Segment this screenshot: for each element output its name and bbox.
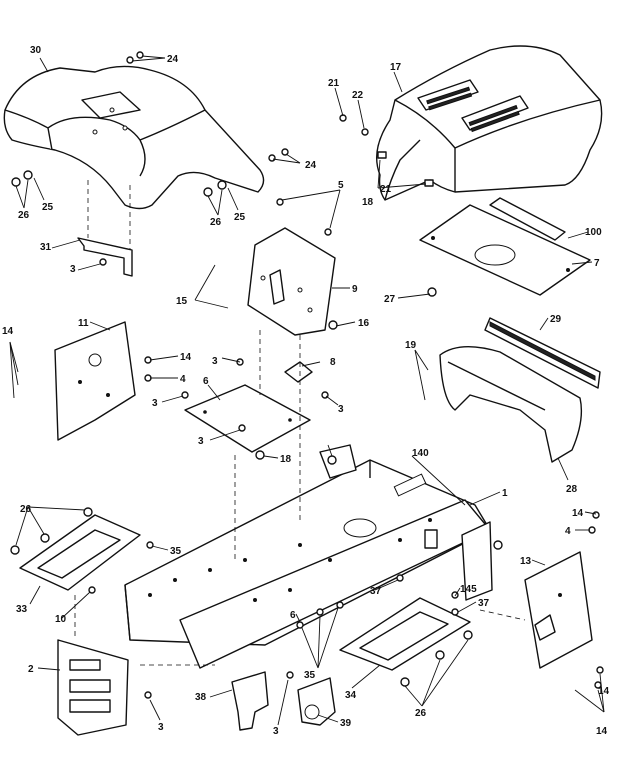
callout-22: 22 (352, 90, 364, 101)
callout-31: 31 (40, 242, 52, 253)
callout-14: 14 (2, 326, 14, 337)
callout-24: 24 (167, 54, 179, 65)
callout-39: 39 (340, 718, 352, 729)
callout-19: 19 (405, 340, 417, 351)
leader-lines (9, 55, 605, 726)
right-footrest-part (339, 597, 471, 671)
callout-16: 16 (358, 318, 370, 329)
callout-2: 2 (28, 664, 34, 675)
callout-145: 145 (460, 584, 477, 595)
callout-6: 6 (290, 610, 296, 621)
callout-14: 14 (598, 686, 610, 697)
center-mount-plate (184, 384, 311, 453)
callout-26: 26 (20, 504, 32, 515)
callout-3: 3 (212, 356, 218, 367)
bracket-39-part (297, 677, 336, 726)
main-frame-part (124, 444, 493, 669)
front-nose-part (439, 345, 583, 463)
callout-28: 28 (566, 484, 578, 495)
callout-26: 26 (18, 210, 30, 221)
callout-35: 35 (170, 546, 182, 557)
callout-14: 14 (572, 508, 584, 519)
callout-18: 18 (362, 197, 374, 208)
callout-21: 21 (380, 184, 392, 195)
bracket-38-part (231, 671, 269, 731)
callout-14: 14 (180, 352, 192, 363)
callout-5: 5 (338, 180, 344, 191)
callout-3: 3 (70, 264, 76, 275)
callout-1: 1 (502, 488, 508, 499)
hood-part (376, 45, 603, 201)
left-side-panel (54, 321, 136, 441)
callout-27: 27 (384, 294, 396, 305)
hood-vent-slots (426, 86, 520, 133)
callout-26: 26 (415, 708, 427, 719)
callout-3: 3 (198, 436, 204, 447)
callout-3: 3 (273, 726, 279, 737)
callout-38: 38 (195, 692, 207, 703)
callout-35: 35 (304, 670, 316, 681)
callout-34: 34 (345, 690, 357, 701)
callout-10: 10 (55, 614, 67, 625)
callout-labels: 30 24 21 22 17 24 26 25 26 25 18 21 5 10… (2, 45, 610, 737)
callout-140: 140 (412, 448, 429, 459)
callout-100: 100 (585, 227, 602, 238)
callout-13: 13 (520, 556, 532, 567)
small-bracket-part (284, 361, 313, 383)
callout-33: 33 (16, 604, 28, 615)
callout-26: 26 (210, 217, 222, 228)
callout-6: 6 (203, 376, 209, 387)
callout-21: 21 (328, 78, 340, 89)
callout-4: 4 (565, 526, 571, 537)
callout-18: 18 (280, 454, 292, 465)
callout-3: 3 (152, 398, 158, 409)
callout-7: 7 (594, 258, 600, 269)
front-plate-part (57, 639, 129, 736)
callout-9: 9 (352, 284, 358, 295)
callout-24: 24 (305, 160, 317, 171)
frame-holes (148, 518, 432, 602)
callout-37: 37 (370, 586, 382, 597)
rear-fender-part (3, 65, 265, 210)
hood-support-plate (419, 197, 591, 296)
right-side-panel (524, 551, 593, 669)
callout-25: 25 (234, 212, 246, 223)
rear-bracket-part (77, 237, 133, 277)
callout-4: 4 (180, 374, 186, 385)
callout-14: 14 (596, 726, 608, 737)
callout-15: 15 (176, 296, 188, 307)
left-footrest-part (19, 514, 141, 591)
callout-37: 37 (478, 598, 490, 609)
callout-17: 17 (390, 62, 402, 73)
callout-29: 29 (550, 314, 562, 325)
callout-11: 11 (78, 318, 89, 329)
dash-panel-part (247, 227, 336, 336)
callout-3: 3 (158, 722, 164, 733)
callout-3: 3 (338, 404, 344, 415)
callout-25: 25 (42, 202, 54, 213)
callout-30: 30 (30, 45, 42, 56)
front-grille-part (484, 317, 601, 389)
callout-8: 8 (330, 357, 336, 368)
alignment-lines (74, 180, 526, 666)
